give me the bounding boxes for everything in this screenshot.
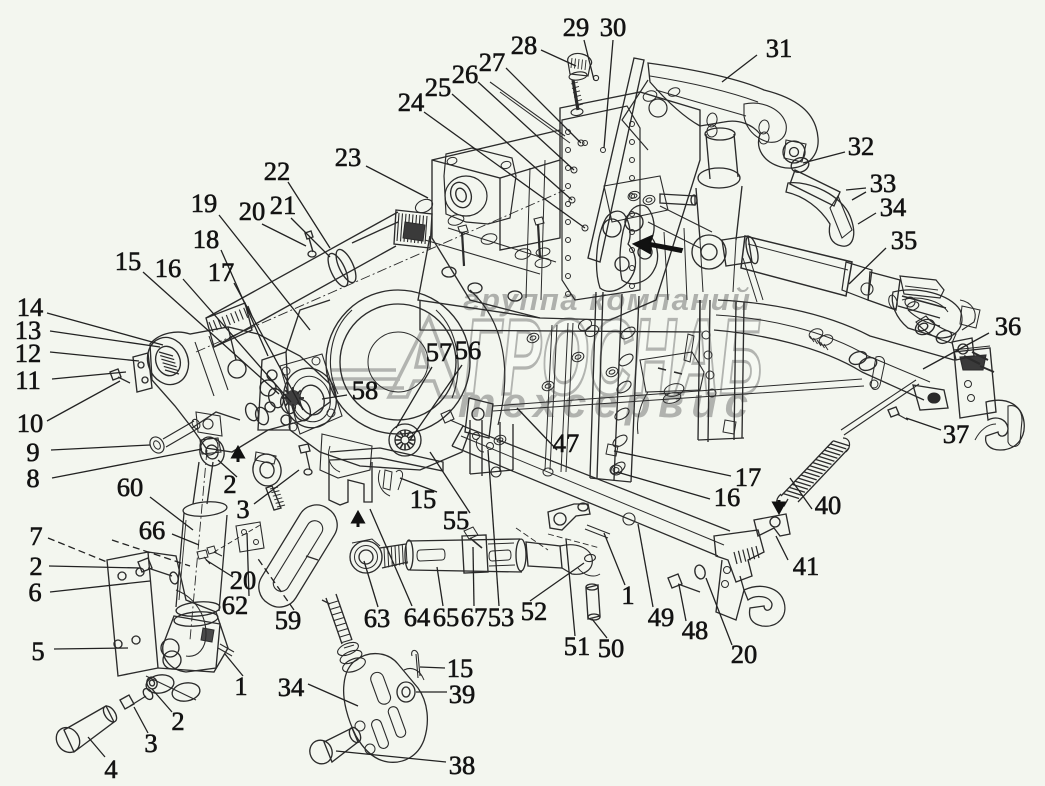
svg-text:15: 15: [115, 246, 142, 276]
svg-text:50: 50: [598, 633, 625, 663]
svg-text:17: 17: [208, 257, 235, 287]
svg-text:63: 63: [364, 603, 391, 633]
svg-text:31: 31: [766, 33, 793, 63]
svg-text:49: 49: [648, 602, 675, 632]
svg-text:24: 24: [398, 87, 425, 117]
svg-text:1: 1: [234, 671, 247, 701]
svg-text:6: 6: [28, 577, 41, 607]
svg-text:2: 2: [29, 551, 42, 581]
svg-text:20: 20: [230, 565, 257, 595]
svg-text:10: 10: [17, 408, 44, 438]
svg-text:20: 20: [731, 639, 758, 669]
svg-text:40: 40: [815, 490, 842, 520]
svg-text:34: 34: [278, 672, 305, 702]
svg-text:64: 64: [404, 602, 431, 632]
svg-text:7: 7: [29, 521, 42, 551]
svg-text:37: 37: [943, 419, 970, 449]
svg-text:32: 32: [848, 131, 875, 161]
svg-text:62: 62: [222, 590, 249, 620]
svg-text:1: 1: [621, 580, 634, 610]
svg-text:21: 21: [270, 190, 297, 220]
svg-text:3: 3: [236, 494, 249, 524]
svg-text:39: 39: [449, 679, 476, 709]
svg-text:27: 27: [479, 47, 506, 77]
svg-text:28: 28: [511, 30, 538, 60]
svg-text:47: 47: [553, 428, 580, 458]
svg-text:11: 11: [15, 365, 41, 395]
svg-text:23: 23: [335, 142, 362, 172]
svg-text:34: 34: [880, 192, 907, 222]
svg-text:5: 5: [31, 636, 44, 666]
svg-text:15: 15: [410, 484, 437, 514]
svg-text:29: 29: [563, 12, 590, 42]
svg-text:58: 58: [352, 375, 379, 405]
svg-text:13: 13: [15, 315, 42, 345]
svg-text:14: 14: [17, 292, 44, 322]
svg-text:15: 15: [447, 653, 474, 683]
svg-text:41: 41: [793, 551, 820, 581]
svg-text:22: 22: [264, 156, 291, 186]
svg-text:8: 8: [26, 463, 39, 493]
svg-text:52: 52: [521, 596, 548, 626]
svg-text:20: 20: [239, 196, 266, 226]
svg-text:53: 53: [488, 602, 515, 632]
svg-text:16: 16: [155, 253, 182, 283]
svg-text:36: 36: [995, 311, 1022, 341]
svg-text:65: 65: [433, 602, 460, 632]
svg-text:техсервис: техсервис: [458, 379, 748, 426]
svg-text:25: 25: [425, 72, 452, 102]
svg-text:38: 38: [449, 750, 476, 780]
svg-text:66: 66: [139, 515, 166, 545]
svg-text:ГРОСНАБ: ГРОСНАБ: [464, 297, 762, 418]
svg-text:3: 3: [144, 728, 157, 758]
svg-text:59: 59: [275, 605, 302, 635]
svg-text:56: 56: [455, 335, 482, 365]
svg-text:2: 2: [223, 469, 236, 499]
svg-text:30: 30: [600, 12, 627, 42]
svg-text:4: 4: [104, 754, 117, 784]
svg-text:2: 2: [171, 706, 184, 736]
svg-text:67: 67: [461, 602, 488, 632]
svg-text:33: 33: [870, 168, 897, 198]
svg-text:16: 16: [714, 482, 741, 512]
svg-text:9: 9: [26, 437, 39, 467]
svg-text:17: 17: [735, 462, 762, 492]
svg-text:18: 18: [193, 224, 220, 254]
svg-text:55: 55: [443, 505, 470, 535]
svg-text:48: 48: [682, 615, 709, 645]
svg-text:51: 51: [564, 631, 591, 661]
svg-text:19: 19: [191, 188, 218, 218]
svg-text:35: 35: [891, 225, 918, 255]
svg-text:60: 60: [117, 472, 144, 502]
svg-text:57: 57: [426, 337, 453, 367]
svg-text:26: 26: [452, 59, 479, 89]
svg-text:12: 12: [15, 338, 42, 368]
